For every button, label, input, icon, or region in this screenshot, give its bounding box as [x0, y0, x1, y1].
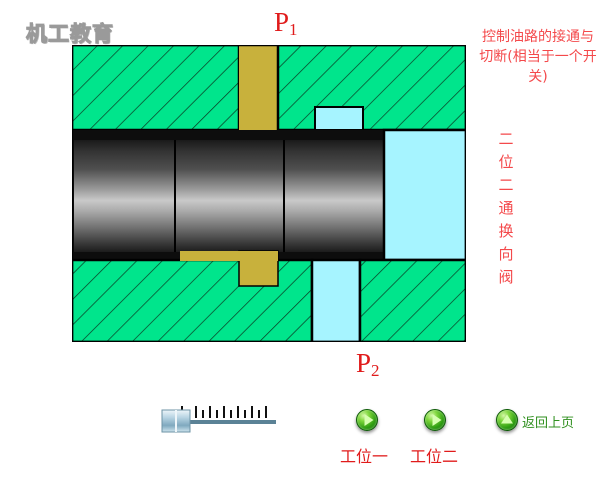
vertical-char-7: 阀: [498, 268, 514, 286]
animation-speed-slider[interactable]: [160, 398, 280, 438]
port-label-p1: P1: [274, 7, 298, 39]
vertical-char-6: 向: [498, 245, 514, 263]
position-2-button[interactable]: [424, 409, 446, 431]
slider-track: [178, 420, 276, 424]
slider-thumb: [161, 409, 191, 433]
port-channel-p1: [239, 45, 278, 140]
vertical-char-1: 二: [498, 130, 514, 148]
vertical-char-2: 位: [498, 153, 514, 171]
port-label-p2: P2: [356, 348, 380, 380]
valve-cross-section-diagram: [72, 45, 466, 342]
vertical-char-3: 二: [498, 176, 514, 194]
position-1-label: 工位一: [340, 447, 389, 466]
housing-block-bottom-right: [358, 258, 466, 342]
vertical-char-4: 通: [498, 199, 514, 217]
port-channel-p2: [310, 258, 362, 342]
housing-block-top-left: [72, 45, 241, 132]
back-button[interactable]: [496, 409, 518, 431]
position-1-button[interactable]: [356, 409, 378, 431]
fluid-pocket-top: [314, 106, 364, 131]
back-button-label[interactable]: 返回上页: [522, 416, 575, 431]
spool-land-bottom-overlay: [180, 251, 279, 287]
watermark-text: 机工教育: [26, 22, 114, 47]
vertical-char-5: 换: [498, 222, 514, 240]
fluid-chamber-right: [382, 128, 466, 262]
slider-ticks: [181, 406, 267, 418]
annotation-valve-name: 二 位 二 通 换 向 阀: [496, 128, 516, 289]
position-2-label: 工位二: [410, 447, 459, 466]
housing-block-top-right: [276, 45, 466, 132]
annotation-function-note: 控制油路的接通与切断(相当于一个开关): [479, 29, 597, 85]
